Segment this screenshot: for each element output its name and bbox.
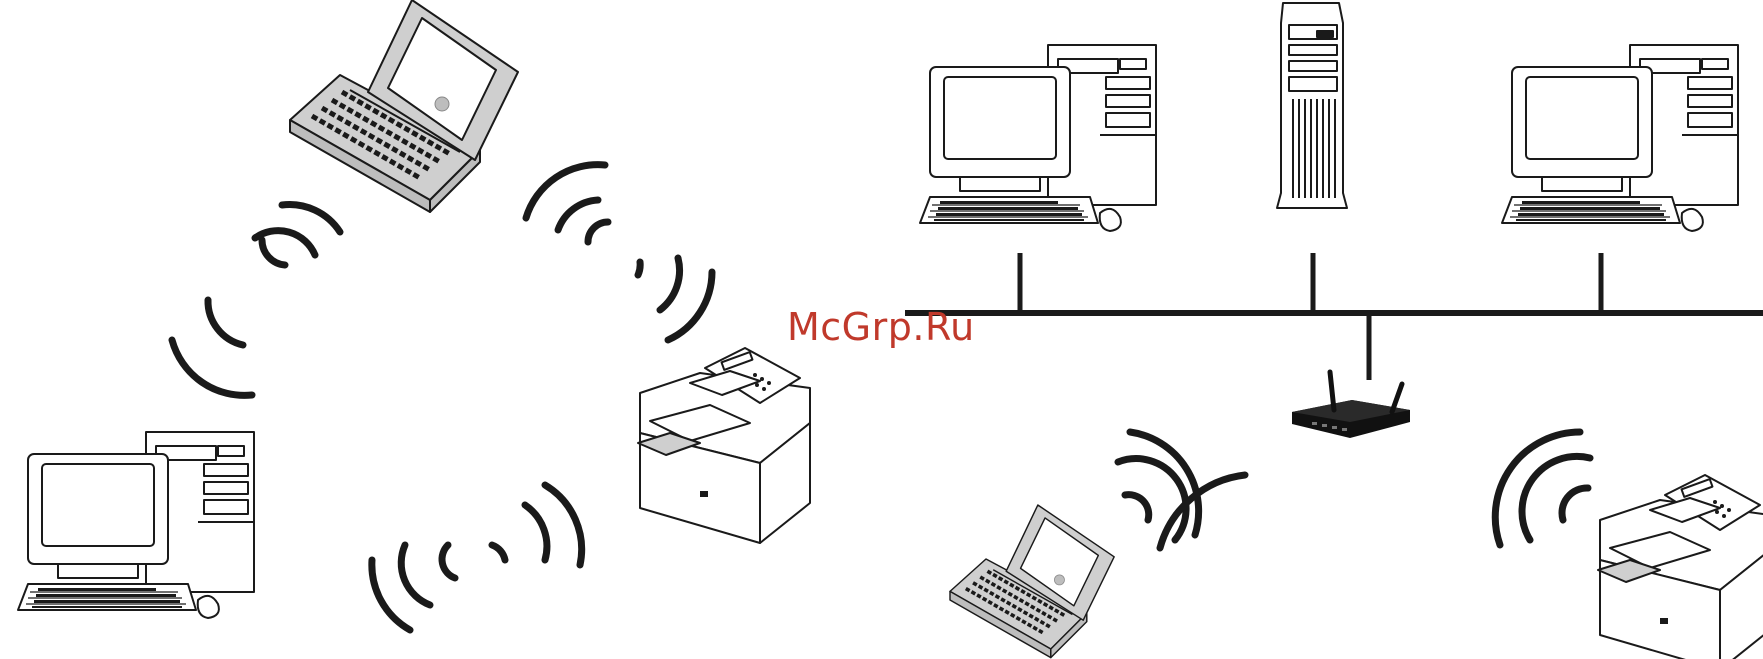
wifi-signal-icon	[1495, 432, 1590, 545]
desktop-computer-icon	[1502, 45, 1738, 231]
desktop-computer-icon	[18, 432, 254, 618]
watermark-text: McGrp.Ru	[787, 305, 975, 349]
router-icon	[1292, 372, 1410, 438]
printer-icon	[638, 348, 810, 543]
wifi-signal-icon	[526, 165, 712, 340]
desktop-computer-icon	[920, 45, 1156, 231]
server-tower-icon	[1277, 3, 1347, 208]
wifi-signal-icon	[372, 485, 582, 630]
laptop-icon	[950, 505, 1114, 658]
wireless-signal-waves	[172, 165, 1590, 630]
wifi-signal-icon	[172, 205, 340, 396]
network-backbone	[905, 253, 1763, 380]
printer-icon	[1598, 475, 1763, 659]
wifi-signal-icon	[1118, 432, 1245, 548]
laptop-icon	[290, 0, 518, 212]
